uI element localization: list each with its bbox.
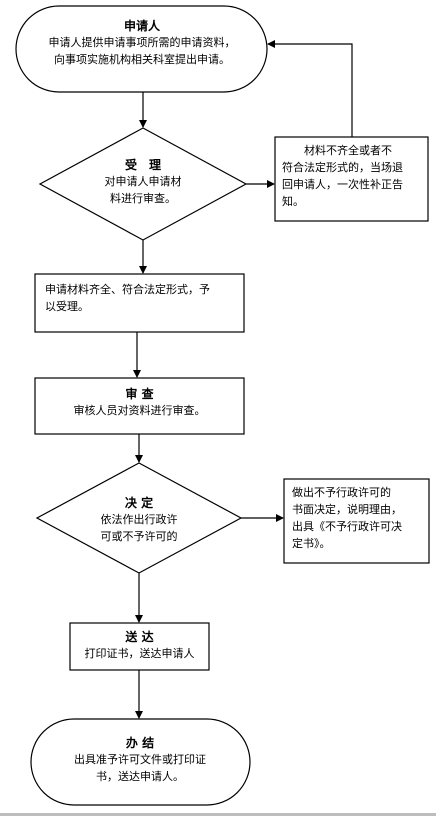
bottom-divider — [0, 813, 436, 816]
decision-line-1: 依法作出行政许 — [100, 513, 178, 526]
complete-node — [30, 718, 251, 806]
incomplete-line-2: 符合法定形式的，当场退 — [282, 161, 403, 174]
acceptance-line-1: 对申请人申请材 — [104, 175, 182, 188]
applicant-line-2: 向事项实施机构相关科室提出申请。 — [54, 53, 230, 66]
applicant-node — [15, 5, 268, 93]
rejection-line-2: 书面决定，说明理由， — [292, 503, 402, 516]
incomplete-line-1: 材料不齐全或者不 — [282, 144, 392, 157]
review-title: 审 查 — [125, 387, 154, 401]
review-text: 审 查 审核人员对资料进行审查。 — [38, 386, 241, 419]
applicant-title: 申请人 — [123, 19, 160, 33]
rejection-line-4: 定书》。 — [292, 537, 331, 550]
incomplete-node — [274, 136, 429, 222]
acceptance-title: 受 理 — [124, 158, 161, 172]
incomplete-to-applicant-arrow — [267, 40, 353, 137]
incomplete-line-3: 回申请人，一次性补正告 — [282, 178, 403, 191]
acceptance-line-2: 料进行审查。 — [110, 192, 176, 205]
delivery-text: 送 达 打印证书，送达申请人 — [72, 629, 207, 662]
review-line-1: 审核人员对资料进行审查。 — [73, 404, 206, 417]
incomplete-line-4: 知。 — [282, 195, 304, 208]
review-node — [34, 377, 245, 435]
accepted-node — [34, 273, 245, 333]
applicant-text: 申请人 申请人提供申请事项所需的申请资料， 向事项实施机构相关科室提出申请。 — [22, 18, 262, 68]
incomplete-text: 材料不齐全或者不 符合法定形式的，当场退 回申请人，一次性补正告 知。 — [282, 142, 426, 210]
complete-title: 办 结 — [125, 736, 155, 750]
decision-text: 决 定 依法作出行政许 可或不予许可的 — [80, 495, 198, 545]
rejection-line-1: 做出不予行政许可的 — [292, 486, 391, 499]
complete-text: 办 结 出具准予许可文件或打印证 书，送达申请人。 — [40, 735, 240, 785]
rejection-node — [283, 478, 430, 564]
rejection-text: 做出不予行政许可的 书面决定，说明理由， 出具《不予行政许可决 定书》。 — [292, 484, 428, 552]
decision-title: 决 定 — [124, 496, 154, 510]
accepted-line-2: 以受理。 — [45, 300, 89, 313]
accepted-text: 申请材料齐全、符合法定形式，予 以受理。 — [45, 281, 241, 315]
decision-line-2: 可或不予许可的 — [100, 530, 178, 543]
accepted-line-1: 申请材料齐全、符合法定形式，予 — [45, 283, 210, 296]
delivery-title: 送 达 — [125, 630, 154, 644]
acceptance-text: 受 理 对申请人申请材 料进行审查。 — [78, 157, 208, 207]
complete-line-2: 书，送达申请人。 — [96, 770, 184, 783]
complete-line-1: 出具准予许可文件或打印证 — [74, 753, 206, 766]
rejection-line-3: 出具《不予行政许可决 — [292, 520, 402, 533]
applicant-line-1: 申请人提供申请事项所需的申请资料， — [48, 36, 236, 49]
delivery-node — [69, 622, 210, 671]
delivery-line-1: 打印证书，送达申请人 — [84, 647, 195, 660]
